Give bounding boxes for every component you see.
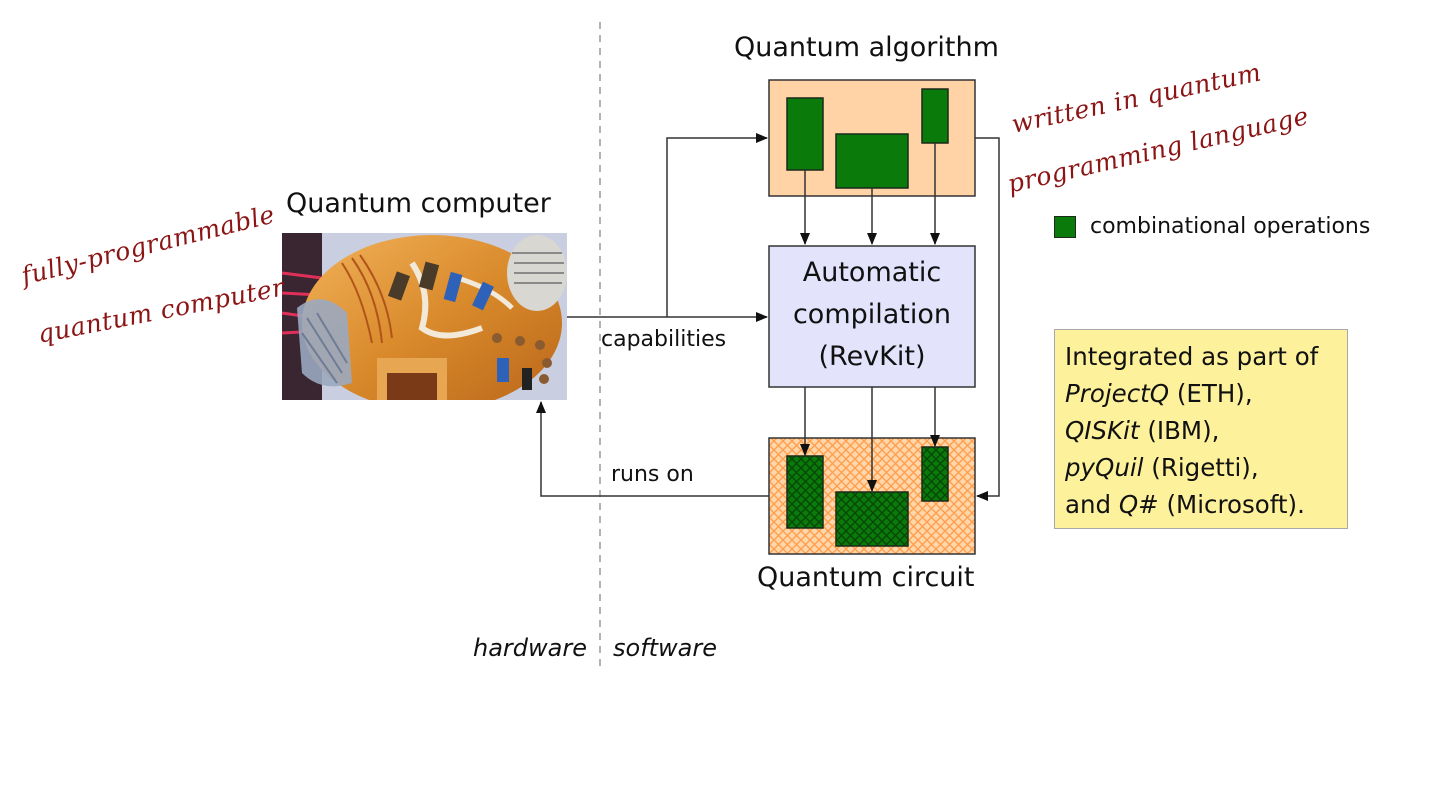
compiler-label-line: Automatic	[802, 257, 942, 288]
compiler-label-line: compilation	[792, 299, 952, 330]
legend-swatch-icon	[1054, 215, 1076, 238]
software-label: software	[613, 634, 718, 662]
note-item: pyQuil (Rigetti),	[1065, 449, 1337, 486]
operation-block	[786, 97, 824, 171]
note-item-name: pyQuil	[1065, 453, 1144, 482]
legend: combinational operations	[1054, 214, 1370, 239]
capabilities-label: capabilities	[601, 327, 727, 352]
legend-label: combinational operations	[1090, 214, 1371, 239]
note-item-name: QISKit	[1065, 416, 1140, 445]
note-item: and Q# (Microsoft).	[1065, 486, 1337, 523]
quantum-computer-title: Quantum computer	[286, 188, 551, 219]
integration-note: Integrated as part of ProjectQ (ETH), QI…	[1054, 329, 1348, 529]
compiled-operation-block	[921, 446, 949, 502]
note-item-org: (Microsoft).	[1158, 490, 1305, 519]
note-item-name: ProjectQ	[1065, 379, 1170, 408]
quantum-algorithm-title: Quantum algorithm	[734, 32, 999, 63]
quantum-computer-photo	[282, 233, 567, 400]
compiled-operation-block	[835, 491, 909, 547]
compiler-to-circuit-arrows	[800, 387, 940, 492]
compiled-operation-block	[786, 455, 824, 529]
note-item: ProjectQ (ETH),	[1065, 375, 1337, 412]
note-intro: Integrated as part of	[1065, 342, 1319, 371]
compiler-label-line: (RevKit)	[818, 341, 926, 372]
note-item-org: (IBM),	[1139, 416, 1220, 445]
note-item-org: (Rigetti),	[1143, 453, 1259, 482]
runs-on-label: runs on	[611, 462, 694, 487]
operation-block	[835, 133, 909, 189]
compiler-label: Automatic compilation (RevKit)	[769, 252, 975, 378]
algorithm-to-compiler-arrows	[800, 143, 940, 245]
note-item-org: (ETH),	[1169, 379, 1253, 408]
operation-block	[921, 88, 949, 144]
capabilities-arrow	[567, 133, 768, 322]
note-item: QISKit (IBM),	[1065, 412, 1337, 449]
note-item-name: Q#	[1118, 490, 1159, 519]
quantum-circuit-title: Quantum circuit	[757, 562, 975, 593]
hardware-label: hardware	[473, 634, 587, 662]
quantum-algorithm-box[interactable]	[768, 79, 976, 197]
compiler-box[interactable]	[768, 245, 976, 388]
note-last-prefix: and	[1065, 490, 1119, 519]
algorithm-to-circuit-arrow	[975, 137, 1000, 501]
runs-on-arrow	[536, 401, 769, 497]
